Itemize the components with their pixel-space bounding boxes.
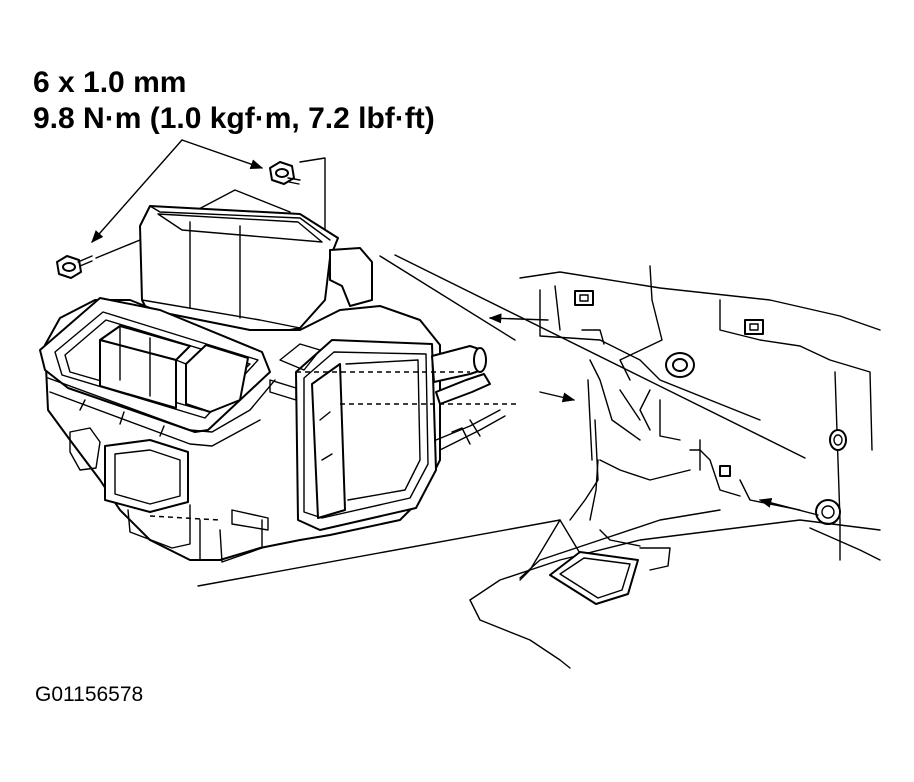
floor-tunnel — [469, 459, 881, 669]
torque-spec-label: 9.8 N·m (1.0 kgf·m, 7.2 lbf·ft) — [33, 102, 435, 135]
heater-unit — [39, 205, 506, 563]
alignment-dashes — [296, 371, 520, 405]
bolt-upper — [269, 161, 301, 185]
spec-leader-arrows — [91, 139, 264, 243]
vehicle-firewall — [488, 265, 881, 561]
bolt-lower — [56, 255, 93, 279]
figure-id-label: G01156578 — [35, 683, 144, 706]
bolt-size-label: 6 x 1.0 mm — [33, 66, 187, 99]
